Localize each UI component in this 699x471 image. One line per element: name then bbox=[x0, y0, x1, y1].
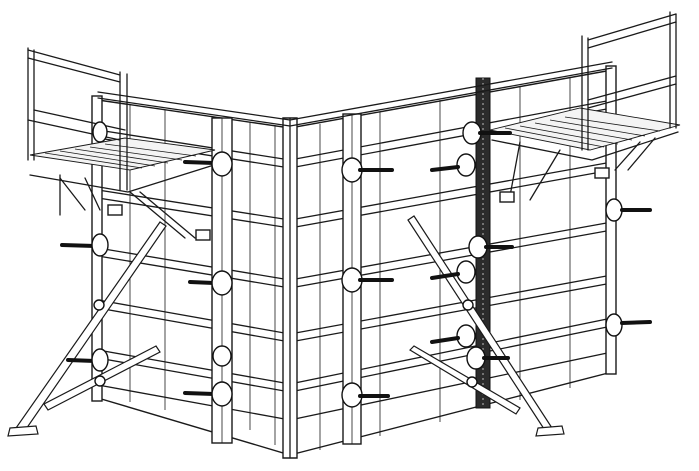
right-work-platform bbox=[489, 11, 681, 203]
tie-rods-and-clamps bbox=[60, 121, 652, 408]
push-pull-props bbox=[7, 215, 565, 437]
right-wall-formwork bbox=[289, 65, 617, 456]
left-work-platform bbox=[27, 47, 216, 241]
top-edge bbox=[97, 61, 613, 121]
